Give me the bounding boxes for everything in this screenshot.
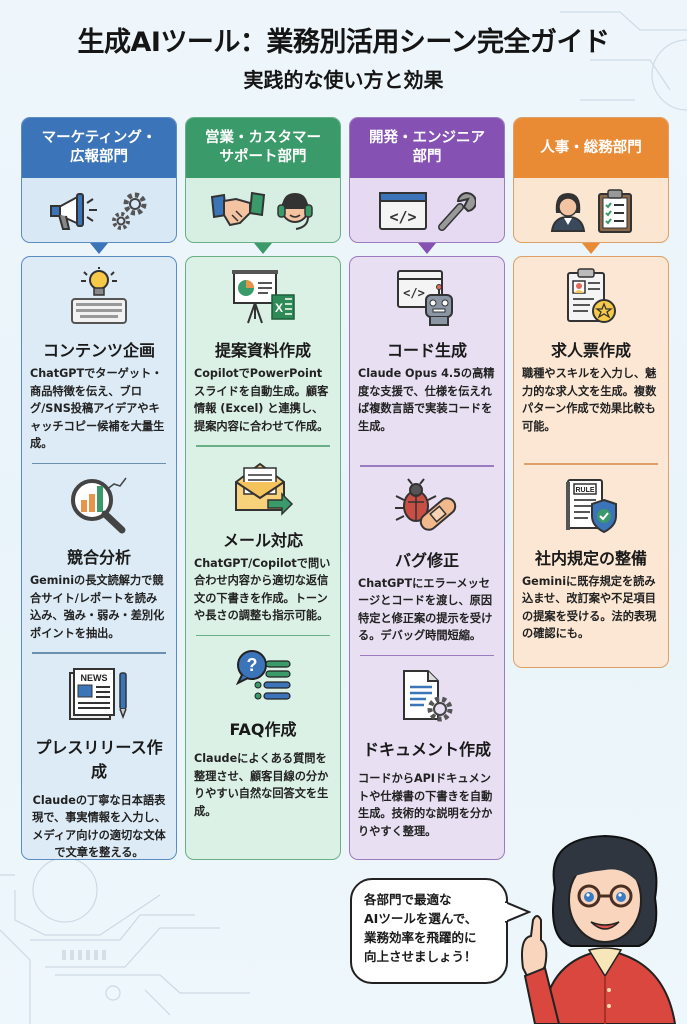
use-case-panel: 求人票作成 職種やスキルを入力し、魅力的な求人文を生成。複数パターン作成で効果比…: [513, 256, 669, 668]
svg-text:</>: </>: [389, 208, 416, 226]
use-case-panel: X 提案資料作成 CopilotでPowerPointスライドを自動生成。顧客情…: [185, 256, 341, 860]
department-column-dev: 開発・エンジニア 部門 </> </>: [349, 117, 505, 860]
bug-bandage-icon: [395, 477, 457, 531]
use-case-description: ChatGPTにエラーメッセージとコードを渡し、原因特定と修正案の提示を受ける。…: [358, 576, 493, 643]
speech-bubble: 各部門で最適な AIツールを選んで、 業務効率を飛躍的に 向上させましょう！: [350, 878, 508, 984]
use-case-title: 競合分析: [66, 548, 131, 567]
speech-bubble-text: 各部門で最適な AIツールを選んで、 業務効率を飛躍的に 向上させましょう！: [364, 892, 478, 964]
use-case-title: コンテンツ企画: [42, 341, 155, 360]
use-case-description: Geminiの長文読解力で競合サイト/レポートを読み込み、強み・弱み・差別化ポイ…: [30, 574, 165, 640]
department-header-marketing: マーケティング・ 広報部門: [21, 117, 177, 243]
divider: [32, 462, 166, 464]
page-subtitle: 実践的な使い方と効果: [243, 68, 444, 92]
arrow-down-icon: [254, 243, 272, 254]
use-case-card: ? FAQ作成 Claudeによくある質問を整理させ、顧客目線の分かりやすい自然…: [194, 636, 332, 820]
document-gear-icon: [403, 670, 453, 722]
use-case-title: コード生成: [386, 341, 467, 360]
svg-text:</>: </>: [403, 286, 425, 300]
use-case-description: Claudeの丁寧な日本語表現で、事実情報を入力し、メディア向けの適切な文体で文…: [32, 793, 166, 860]
department-name: 人事・総務部門: [514, 118, 668, 178]
use-case-panel: コンテンツ企画 ChatGPTでターゲット・商品特徴を伝え、ブログ/SNS投稿ア…: [21, 256, 177, 860]
staff-person-icon: [550, 193, 586, 232]
rule-book-shield-icon: RULE: [566, 478, 617, 533]
lightbulb-keyboard-icon: [71, 267, 127, 324]
use-case-description: Claude Opus 4.5の高精度な支援で、仕様を伝えれば複数言語で実装コー…: [358, 367, 495, 433]
gears-icon: [112, 192, 147, 230]
use-case-card: </> コード生成 Claude Opus 4.5の高精度な支援で、仕様を伝えれ…: [358, 257, 496, 467]
code-robot-icon: </>: [397, 270, 453, 326]
department-header-sales: 営業・カスタマー サポート部門: [185, 117, 341, 243]
department-column-sales: 営業・カスタマー サポート部門: [185, 117, 341, 860]
department-name: 営業・カスタマー サポート部門: [186, 118, 340, 178]
use-case-description: コードからAPIドキュメントや仕様書の下書きを自動生成。技術的な説明を分かりやす…: [358, 772, 493, 838]
page-title: 生成AIツール：業務別活用シーン完全ガイド: [77, 27, 610, 58]
department-name: マーケティング・ 広報部門: [22, 118, 176, 178]
circuit-decoration-icon: [560, 11, 687, 111]
arrow-down-icon: [90, 243, 108, 254]
use-case-card: ドキュメント作成 コードからAPIドキュメントや仕様書の下書きを自動生成。技術的…: [358, 656, 496, 840]
handshake-icon: [210, 191, 266, 227]
use-case-card: メール対応 ChatGPT/Copilotで問い合わせ内容から適切な返信文の下書…: [194, 447, 332, 636]
newspaper-pen-icon: NEWS: [69, 667, 127, 720]
resume-star-icon: [567, 268, 616, 323]
headset-agent-icon: [277, 193, 313, 230]
presenter-woman-illustration-icon: [521, 834, 677, 1024]
presentation-excel-icon: X: [232, 270, 295, 324]
use-case-title: FAQ作成: [229, 720, 297, 739]
circuit-decoration-icon: [0, 860, 250, 1024]
svg-text:X: X: [275, 301, 283, 315]
use-case-description: Geminiに既存規定を読み込ませ、改訂案や不足項目の提案を受ける。法的表現の確…: [522, 574, 657, 641]
department-name: 開発・エンジニア 部門: [350, 118, 504, 178]
use-case-card: 求人票作成 職種やスキルを入力し、魅力的な求人文を生成。複数パターン作成で効果比…: [522, 257, 660, 465]
use-case-card: バグ修正 ChatGPTにエラーメッセージとコードを渡し、原因特定と修正案の提示…: [358, 467, 496, 656]
divider: [360, 654, 494, 656]
magnifier-chart-icon: [71, 477, 127, 534]
use-case-description: ChatGPTでターゲット・商品特徴を伝え、ブログ/SNS投稿アイデアやキャッチ…: [30, 367, 165, 450]
clipboard-checklist-icon: [598, 189, 632, 233]
department-column-marketing: マーケティング・ 広報部門: [21, 117, 177, 860]
divider: [196, 445, 330, 447]
use-case-description: 職種やスキルを入力し、魅力的な求人文を生成。複数パターン作成で効果比較も可能。: [522, 367, 657, 433]
department-column-hr: 人事・総務部門: [513, 117, 669, 668]
use-case-description: Claudeによくある質問を整理させ、顧客目線の分かりやすい自然な回答文を生成。: [194, 752, 329, 818]
envelope-reply-icon: [235, 462, 294, 516]
use-case-title: 提案資料作成: [214, 341, 311, 360]
svg-text:?: ?: [247, 655, 258, 675]
divider: [360, 465, 494, 467]
svg-text:NEWS: NEWS: [81, 673, 108, 683]
arrow-down-icon: [418, 243, 436, 254]
divider: [196, 634, 330, 636]
use-case-card: X 提案資料作成 CopilotでPowerPointスライドを自動生成。顧客情…: [194, 257, 332, 447]
svg-text:RULE: RULE: [575, 487, 594, 494]
department-header-dev: 開発・エンジニア 部門 </>: [349, 117, 505, 243]
arrow-down-icon: [582, 243, 600, 254]
speech-bubble-tail-icon: [505, 901, 531, 923]
use-case-title: バグ修正: [394, 550, 459, 570]
use-case-description: CopilotでPowerPointスライドを自動生成。顧客情報 (Excel)…: [194, 367, 329, 433]
use-case-title: 求人票作成: [550, 341, 631, 360]
use-case-card: 競合分析 Geminiの長文読解力で競合サイト/レポートを読み込み、強み・弱み・…: [30, 464, 168, 654]
use-case-card: NEWS プレスリリース作成 Claudeの丁寧な日本語表現で、事実情報を入力し…: [30, 654, 168, 862]
use-case-description: ChatGPT/Copilotで問い合わせ内容から適切な返信文の下書きを作成。ト…: [194, 556, 331, 623]
use-case-title: プレスリリース作成: [35, 737, 163, 781]
divider: [524, 463, 658, 465]
megaphone-icon: [50, 193, 97, 230]
department-header-hr: 人事・総務部門: [513, 117, 669, 243]
divider: [32, 652, 166, 654]
faq-list-icon: ?: [235, 650, 291, 700]
use-case-title: ドキュメント作成: [362, 740, 491, 759]
use-case-panel: </> コード生成 Claude Opus 4.5の高精度な支援で、仕様を伝えれ…: [349, 256, 505, 860]
wrench-icon: [438, 192, 476, 231]
use-case-title: 社内規定の整備: [534, 548, 647, 568]
code-window-icon: </>: [379, 192, 427, 230]
use-case-title: メール対応: [222, 530, 303, 550]
use-case-card: コンテンツ企画 ChatGPTでターゲット・商品特徴を伝え、ブログ/SNS投稿ア…: [30, 257, 168, 464]
use-case-card: RULE 社内規定の整備 Geminiに既存規定を読み込ませ、改訂案や不足項目の…: [522, 465, 660, 643]
